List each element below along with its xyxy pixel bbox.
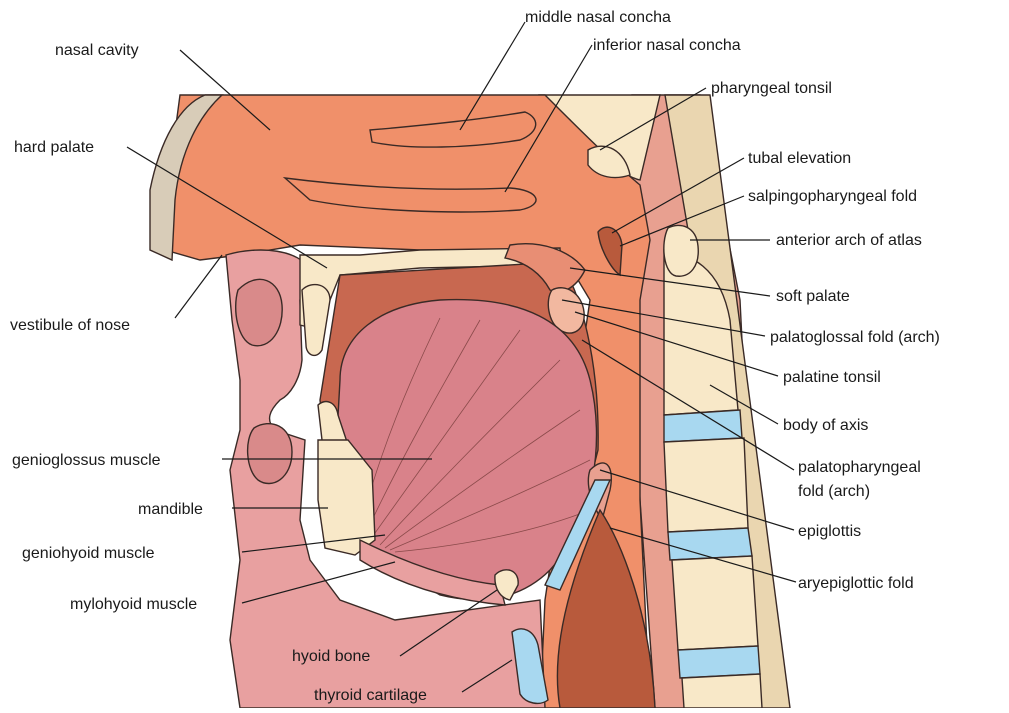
upper-incisor xyxy=(302,285,330,356)
lower-lip-muscle xyxy=(248,424,292,484)
label-mylohyoid-muscle: mylohyoid muscle xyxy=(70,596,197,613)
label-anterior-arch-of-atlas: anterior arch of atlas xyxy=(776,232,922,249)
intervertebral-disc-2 xyxy=(668,528,752,560)
label-salpingopharyngeal-fold: salpingopharyngeal fold xyxy=(748,188,917,205)
vertebral-body-c3 xyxy=(664,438,748,532)
label-nasal-cavity: nasal cavity xyxy=(55,42,139,59)
label-thyroid-cartilage: thyroid cartilage xyxy=(314,687,427,704)
vertebral-body-c4 xyxy=(672,556,758,650)
label-palatopharyngeal-fold-line1: palatopharyngeal xyxy=(798,459,921,476)
label-palatine-tonsil: palatine tonsil xyxy=(783,369,881,386)
upper-lip-muscle xyxy=(236,279,283,345)
anterior-arch-of-atlas xyxy=(664,225,698,276)
label-palatoglossal-fold: palatoglossal fold (arch) xyxy=(770,329,940,346)
label-body-of-axis: body of axis xyxy=(783,417,868,434)
label-inferior-nasal-concha: inferior nasal concha xyxy=(593,37,741,54)
label-palatopharyngeal-fold-line2: fold (arch) xyxy=(798,483,870,500)
label-hard-palate: hard palate xyxy=(14,139,94,156)
label-tubal-elevation: tubal elevation xyxy=(748,150,851,167)
vertebral-body-c5 xyxy=(682,674,762,708)
label-epiglottis: epiglottis xyxy=(798,523,861,540)
label-genioglossus-muscle: genioglossus muscle xyxy=(12,452,161,469)
label-soft-palate: soft palate xyxy=(776,288,850,305)
intervertebral-disc-3 xyxy=(678,646,760,678)
label-vestibule-of-nose: vestibule of nose xyxy=(10,317,130,334)
label-hyoid-bone: hyoid bone xyxy=(292,648,370,665)
label-pharyngeal-tonsil: pharyngeal tonsil xyxy=(711,80,832,97)
cervical-spine xyxy=(630,95,790,708)
label-geniohyoid-muscle: geniohyoid muscle xyxy=(22,545,155,562)
label-middle-nasal-concha: middle nasal concha xyxy=(525,9,671,26)
label-mandible: mandible xyxy=(138,501,203,518)
label-aryepiglottic-fold: aryepiglottic fold xyxy=(798,575,914,592)
